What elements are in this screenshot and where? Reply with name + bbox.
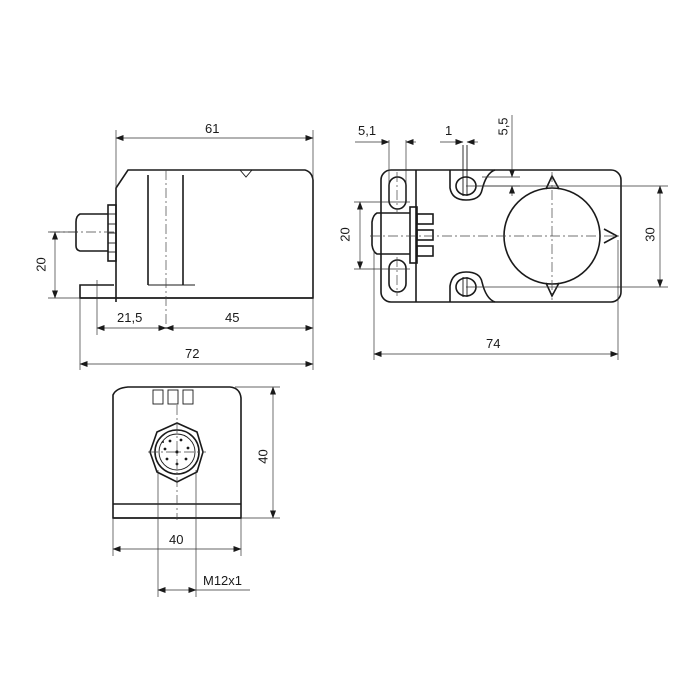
top-view <box>354 115 668 360</box>
dim-top-slot-width: 5,1 <box>358 123 377 138</box>
dim-side-top-length: 61 <box>205 121 220 136</box>
front-view <box>112 386 280 597</box>
dim-top-hole-spacing: 30 <box>642 227 658 242</box>
dim-front-width: 40 <box>169 532 184 547</box>
dim-top-connector-width: 20 <box>337 227 353 242</box>
dim-top-hole-depth: 5,5 <box>495 117 511 136</box>
dim-side-total-length: 72 <box>185 346 200 361</box>
dim-side-offset: 21,5 <box>117 310 143 325</box>
dim-side-connector-height: 20 <box>33 257 49 272</box>
dim-side-body-length: 45 <box>225 310 240 325</box>
dim-front-height: 40 <box>255 449 271 464</box>
dim-front-thread: M12x1 <box>203 573 243 588</box>
dim-top-hole-offset: 1 <box>445 123 453 138</box>
side-view <box>48 130 314 370</box>
dim-top-total-length: 74 <box>486 336 501 351</box>
